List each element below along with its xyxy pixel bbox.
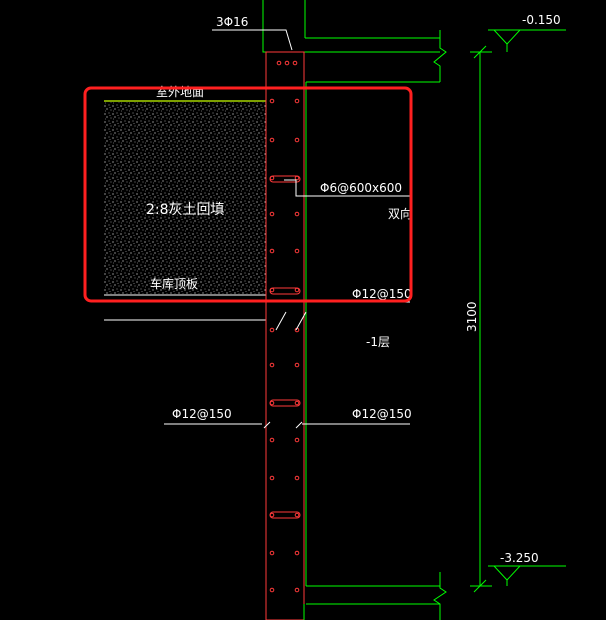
level-label: -1层 [366,335,390,349]
bottom-elevation-label: -3.250 [500,551,539,565]
top-elevation-label: -0.150 [522,13,561,27]
top-rebar-label: 3Φ16 [216,15,248,29]
elevation-marker-bottom [488,565,566,586]
two-way-label: 双向 [388,206,412,221]
rebar-dots-inner [294,98,300,593]
garage-roof-label: 车库顶板 [150,276,198,291]
elevation-marker-top [488,29,566,52]
height-dimension-label: 3100 [465,301,479,332]
rebar-mid-left-label: Φ12@150 [172,407,232,421]
tie-bar-label: Φ6@600x600 [320,181,402,195]
rebar-upper-right-label: Φ12@150 [352,287,412,301]
tie-bars [269,175,301,519]
basement-wall [265,51,305,620]
height-dimension [470,45,492,593]
highlight-box [83,86,413,303]
rebar-mid-right-label: Φ12@150 [352,407,412,421]
backfill-hatch [104,102,266,294]
bottom-break-line [433,572,447,620]
bottom-slab-outline [303,585,440,620]
outdoor-ground-label: 室外地面 [156,84,204,99]
backfill-label: 2:8灰土回填 [146,202,225,218]
top-break-line [433,30,447,82]
top-rebar-cluster [276,60,298,66]
